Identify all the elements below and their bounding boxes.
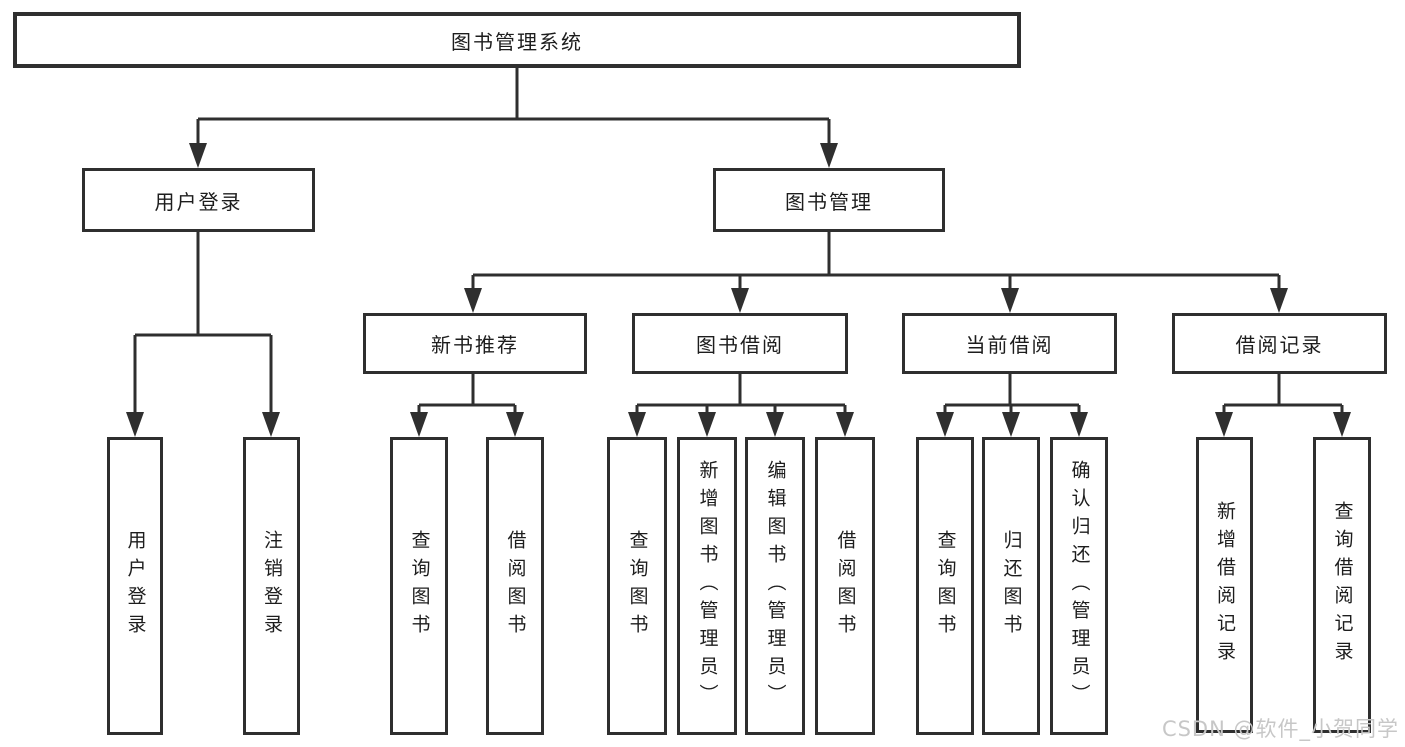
leaf-label: 借阅图书 [834, 530, 857, 642]
leaf-label: 查询借阅记录 [1331, 501, 1354, 669]
leaf-query-books-borrowing: 查询图书 [607, 437, 667, 735]
leaf-query-borrow-record: 查询借阅记录 [1313, 437, 1371, 733]
leaf-label: 确认归还（管理员） [1068, 460, 1091, 712]
node-label: 图书管理系统 [451, 29, 583, 54]
leaf-label: 新增图书（管理员） [696, 460, 719, 712]
leaf-borrow-books-borrowing: 借阅图书 [815, 437, 875, 735]
leaf-label: 用户登录 [124, 530, 147, 642]
leaf-label: 编辑图书（管理员） [764, 460, 787, 712]
node-borrowing-records: 借阅记录 [1172, 313, 1387, 374]
node-label: 借阅记录 [1235, 333, 1324, 357]
leaf-label: 借阅图书 [504, 530, 527, 642]
node-label: 新书推荐 [431, 333, 519, 357]
leaf-logout-login: 注销登录 [243, 437, 300, 735]
leaf-label: 新增借阅记录 [1213, 501, 1236, 669]
leaf-add-book-admin: 新增图书（管理员） [677, 437, 737, 735]
node-user-login: 用户登录 [82, 168, 315, 232]
leaf-borrow-books-recommend: 借阅图书 [486, 437, 544, 735]
node-label: 图书管理 [785, 189, 873, 214]
leaf-confirm-return-admin: 确认归还（管理员） [1050, 437, 1108, 735]
node-new-book-recommend: 新书推荐 [363, 313, 587, 374]
leaf-label: 查询图书 [408, 530, 431, 642]
arrowhead-icons [126, 143, 1351, 437]
leaf-label: 注销登录 [260, 530, 283, 642]
leaf-label: 查询图书 [934, 530, 957, 642]
node-label: 图书借阅 [696, 333, 784, 357]
leaf-edit-book-admin: 编辑图书（管理员） [745, 437, 805, 735]
node-book-management: 图书管理 [713, 168, 945, 232]
csdn-watermark: CSDN @软件_小贺同学 [1161, 717, 1399, 741]
leaf-add-borrow-record: 新增借阅记录 [1196, 437, 1253, 733]
leaf-label: 查询图书 [626, 530, 649, 642]
leaf-label: 归还图书 [1000, 530, 1023, 642]
node-current-borrowing: 当前借阅 [902, 313, 1117, 374]
node-library-management-system: 图书管理系统 [13, 12, 1021, 68]
leaf-return-books: 归还图书 [982, 437, 1040, 735]
leaf-query-books-current: 查询图书 [916, 437, 974, 735]
leaf-user-login: 用户登录 [107, 437, 163, 735]
node-book-borrowing: 图书借阅 [632, 313, 848, 374]
node-label: 当前借阅 [965, 333, 1054, 357]
leaf-query-books-recommend: 查询图书 [390, 437, 448, 735]
node-label: 用户登录 [154, 189, 243, 214]
